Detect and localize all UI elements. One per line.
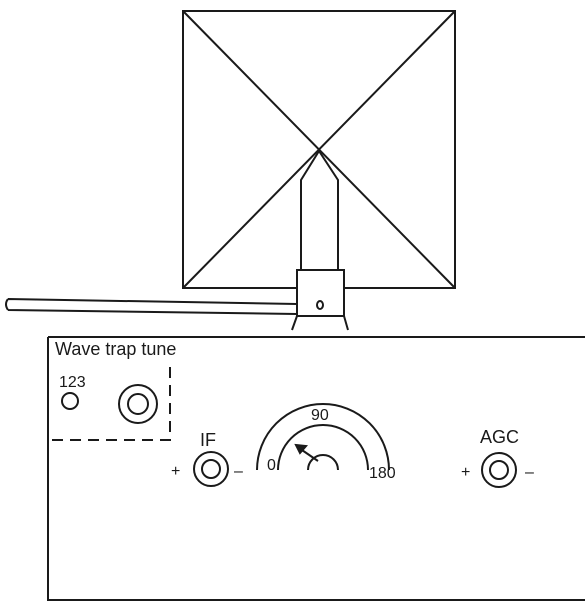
antenna-mast: [300, 149, 339, 270]
dial-mark-180: 180: [369, 465, 396, 482]
dial-middle-arc: [277, 424, 369, 471]
wave-trap-knob[interactable]: [118, 384, 158, 424]
wave-trap-box: [52, 366, 171, 441]
agc-adjuster-knob[interactable]: [481, 452, 517, 488]
agc-label: AGC: [480, 427, 519, 447]
wave-trap-label: Wave trap tune: [55, 339, 176, 359]
wave-trap-hole: [61, 392, 79, 410]
if-plus-sign: +: [171, 463, 180, 480]
agc-minus-sign: –: [525, 464, 534, 481]
dial-pointer-arrowhead: [294, 443, 309, 455]
mast-screw: [316, 300, 324, 310]
dial-mark-0: 0: [267, 457, 276, 474]
wave-trap-number: 123: [59, 374, 86, 391]
dial-mark-90: 90: [311, 407, 329, 424]
mast-feet: [291, 315, 349, 331]
dial-outer-arc: [256, 403, 390, 471]
agc-plus-sign: +: [461, 464, 470, 481]
telescopic-rod: [5, 298, 298, 315]
cabinet-outline: [47, 336, 585, 601]
if-minus-sign: –: [234, 463, 243, 480]
if-adjuster-knob[interactable]: [193, 451, 229, 487]
if-label: IF: [200, 430, 216, 450]
dial-knob-arc: [307, 454, 339, 471]
tuning-dial[interactable]: [256, 403, 390, 471]
